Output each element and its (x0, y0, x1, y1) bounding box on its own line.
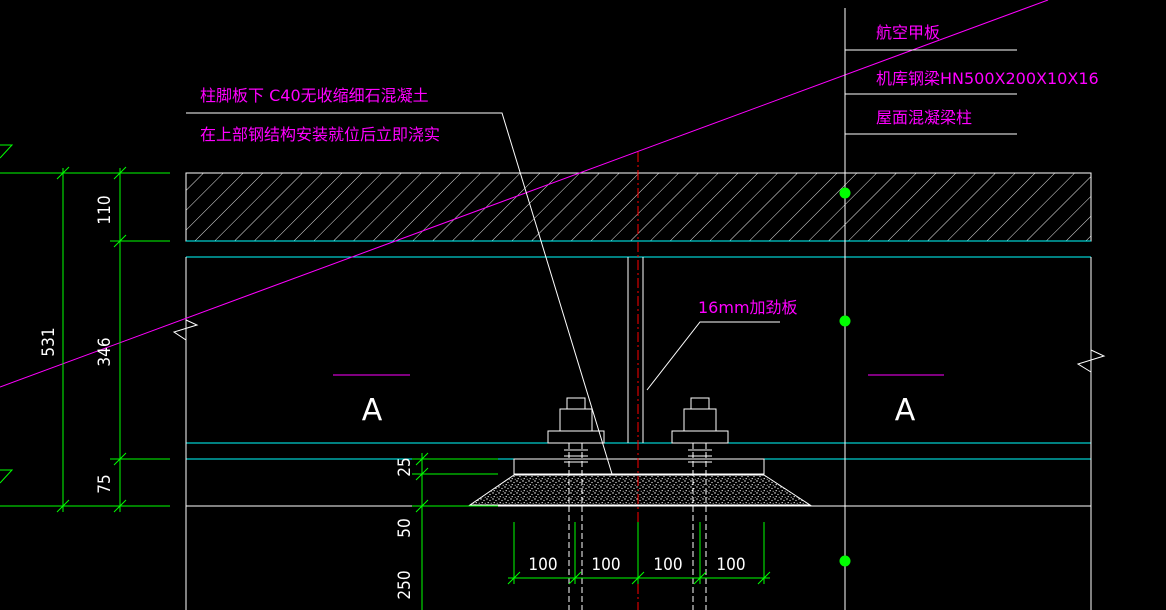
magenta-diagonal-line (0, 0, 1049, 388)
member-outline (172, 257, 1106, 610)
grout-note-line-2: 在上部钢结构安装就位后立即浇实 (200, 125, 440, 144)
legend-deck: 航空甲板 (876, 23, 940, 42)
dim-100-c: 100 (653, 555, 682, 575)
dim-25: 25 (395, 457, 415, 476)
stiffener-note: 16mm加劲板 (698, 298, 798, 317)
dim-75: 75 (95, 474, 115, 493)
dim-100-a: 100 (528, 555, 557, 575)
legend-column: 屋面混凝梁柱 (876, 108, 972, 127)
legend-beam: 机库钢梁HN500X200X10X16 (876, 69, 1099, 88)
base-plate (513, 458, 765, 475)
anchor-bolt-right (671, 397, 729, 610)
left-dimension-lines (0, 144, 170, 513)
node-marker-deck (839, 187, 851, 199)
dim-100-b: 100 (591, 555, 620, 575)
node-marker-beam (839, 315, 851, 327)
legend-leader (839, 8, 1017, 610)
grout-note-line-1: 柱脚板下 C40无收缩细石混凝土 (200, 86, 429, 105)
bolt-spacing-dimension-lines (507, 522, 771, 585)
dim-50: 50 (395, 518, 415, 537)
grout-leader (186, 112, 613, 475)
section-label-left: A (362, 393, 383, 428)
grout-dimension-lines (412, 452, 498, 610)
anchor-bolt-left (547, 397, 605, 610)
web-stiffener-plate (627, 257, 644, 443)
stiffener-leader (646, 321, 780, 391)
dim-250: 250 (395, 570, 415, 599)
dim-110: 110 (95, 195, 115, 224)
dim-346: 346 (95, 337, 115, 366)
dim-531: 531 (39, 327, 59, 356)
grout-bed (468, 474, 812, 506)
section-label-right: A (895, 393, 916, 428)
dim-100-d: 100 (716, 555, 745, 575)
node-marker-column (839, 555, 851, 567)
